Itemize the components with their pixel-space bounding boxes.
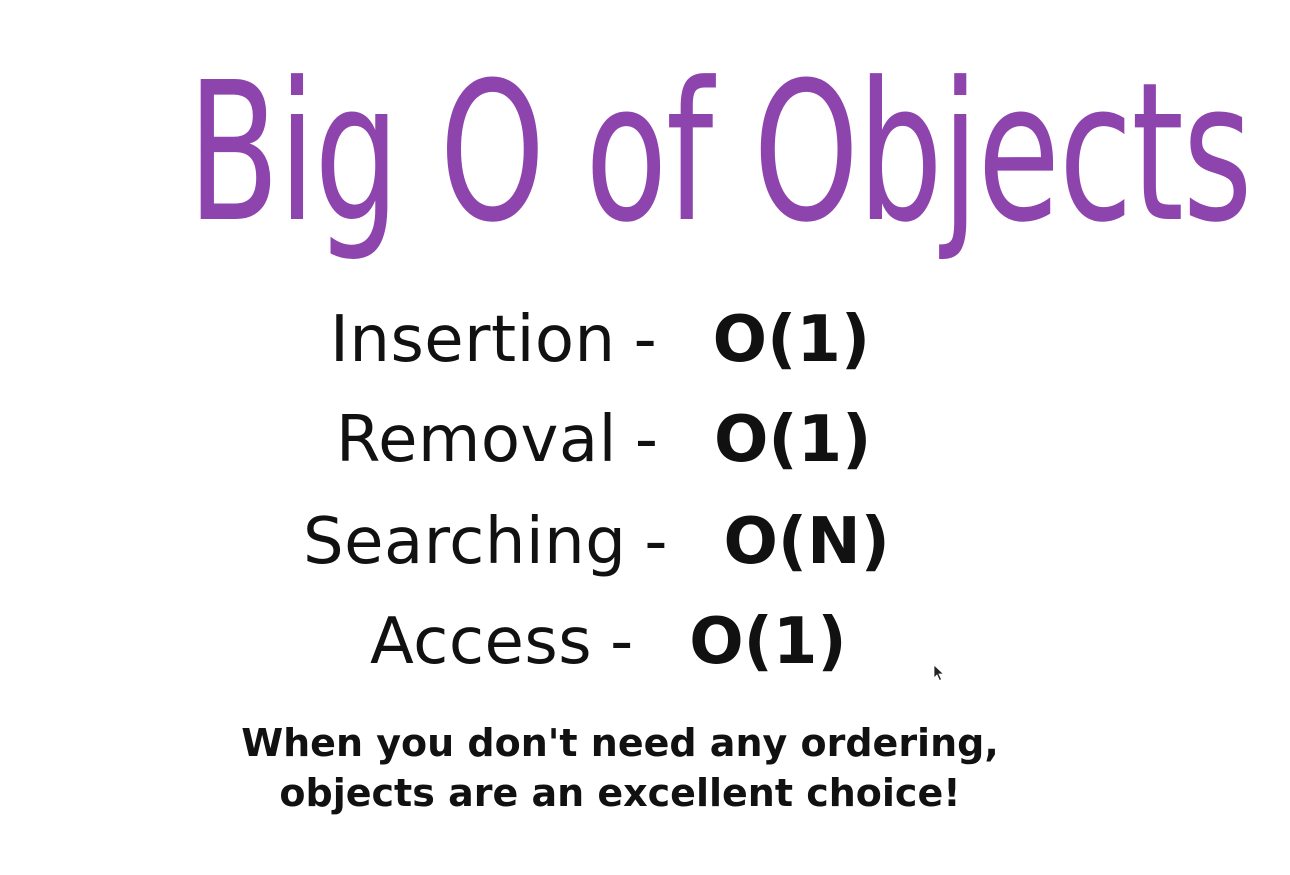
operation-row-access: Access-O(1) xyxy=(370,602,847,682)
operation-complexity: O(1) xyxy=(712,303,871,377)
operation-separator: - xyxy=(634,403,658,477)
summary-note-line-1: When you don't need any ordering, xyxy=(241,721,999,765)
operation-name: Removal xyxy=(336,403,617,477)
operation-row-searching: Searching-O(N) xyxy=(303,502,890,582)
operation-separator: - xyxy=(644,505,668,579)
operation-complexity: O(N) xyxy=(723,505,890,579)
operation-row-insertion: Insertion-O(1) xyxy=(330,300,870,380)
slide-title: Big O of Objects xyxy=(187,42,1253,265)
mouse-pointer-icon xyxy=(933,664,945,682)
summary-note-line-2: objects are an excellent choice! xyxy=(279,771,961,815)
summary-note: When you don't need any ordering, object… xyxy=(0,718,1240,818)
operation-name: Searching xyxy=(303,505,627,579)
operation-complexity: O(1) xyxy=(713,403,872,477)
operation-separator: - xyxy=(610,605,634,679)
operation-complexity: O(1) xyxy=(689,605,847,679)
operation-name: Insertion xyxy=(330,303,616,377)
operation-row-removal: Removal-O(1) xyxy=(336,400,871,480)
operation-separator: - xyxy=(633,303,657,377)
operation-name: Access xyxy=(370,605,593,679)
